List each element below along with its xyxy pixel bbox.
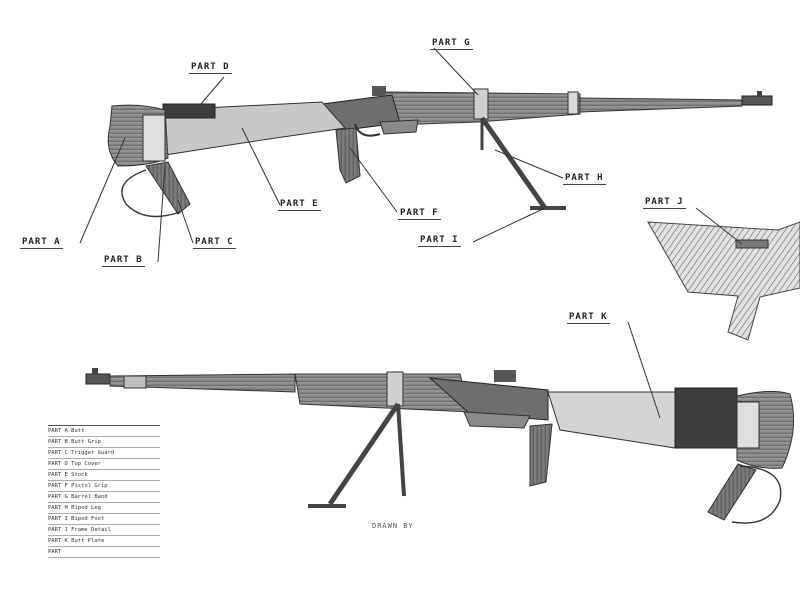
- bottom-butt-clamp: [736, 401, 760, 449]
- top-muzzle: [741, 95, 773, 106]
- label-part-d: PART D: [189, 62, 232, 74]
- bottom-barrel-band: [386, 371, 404, 407]
- legend-row: PART A Butt: [48, 426, 160, 437]
- label-part-b: PART B: [102, 255, 145, 267]
- bottom-muzzle: [85, 373, 111, 385]
- bottom-leader-line: [627, 321, 661, 419]
- label-part-f: PART F: [398, 208, 441, 220]
- legend-row: PART J Frame Detail: [48, 525, 160, 536]
- label-part-j: PART J: [643, 197, 686, 209]
- label-part-e: PART E: [278, 199, 321, 211]
- legend-row: PART B Butt Grip: [48, 437, 160, 448]
- bottom-barrel-band-front: [123, 375, 147, 389]
- bottom-rear-sight: [494, 370, 516, 382]
- top-front-sight: [757, 91, 762, 97]
- bottom-bipod-leg-2: [396, 403, 406, 497]
- legend-row: PART: [48, 547, 160, 558]
- top-pistol-grip: [335, 127, 361, 184]
- legend-row: PART F Pistol Grip: [48, 481, 160, 492]
- bottom-front-sight: [92, 368, 98, 375]
- label-part-h: PART H: [563, 173, 606, 185]
- bottom-butt-cover: [674, 387, 738, 449]
- top-trigger-guard: [354, 123, 381, 137]
- bottom-butt-grip: [707, 463, 757, 521]
- legend-row: PART H Bipod Leg: [48, 503, 160, 514]
- label-part-i: PART I: [418, 235, 461, 247]
- bottom-pistol-grip: [529, 423, 553, 487]
- top-rifle-drawing: [107, 86, 773, 218]
- top-barrel-band-front: [567, 91, 579, 115]
- top-magazine: [379, 119, 419, 135]
- top-butt-clamp: [142, 114, 166, 162]
- label-part-a: PART A: [20, 237, 63, 249]
- legend-row: PART E Stock: [48, 470, 160, 481]
- top-top-cover: [162, 103, 216, 119]
- bottom-rifle-drawing: [85, 321, 795, 524]
- part-j-detail: [647, 207, 800, 341]
- detail-leader: [695, 207, 743, 245]
- label-part-k: PART K: [567, 312, 610, 324]
- legend-row: PART G Barrel Band: [48, 492, 160, 503]
- bottom-magazine: [463, 411, 531, 429]
- legend-row: PART I Bipod Foot: [48, 514, 160, 525]
- legend-row: PART C Trigger Guard: [48, 448, 160, 459]
- detail-latch: [735, 239, 769, 249]
- bottom-barrel: [109, 373, 296, 393]
- label-part-g: PART G: [430, 38, 473, 50]
- top-barrel: [579, 97, 743, 113]
- detail-frame: [647, 221, 800, 341]
- top-leader-lines: [79, 47, 564, 263]
- bottom-receiver: [428, 377, 549, 421]
- drawing-credit: DRAWN BY: [372, 522, 414, 530]
- bottom-loop: [731, 465, 782, 524]
- bottom-bipod-leg-1: [327, 402, 401, 506]
- top-rear-sight: [372, 86, 386, 96]
- legend-row: PART K Butt Plate: [48, 536, 160, 547]
- label-part-c: PART C: [193, 237, 236, 249]
- bottom-stock: [547, 391, 676, 449]
- top-butt-grip: [145, 161, 191, 215]
- top-bipod-leg-1: [479, 116, 548, 210]
- legend-row: PART D Top Cover: [48, 459, 160, 470]
